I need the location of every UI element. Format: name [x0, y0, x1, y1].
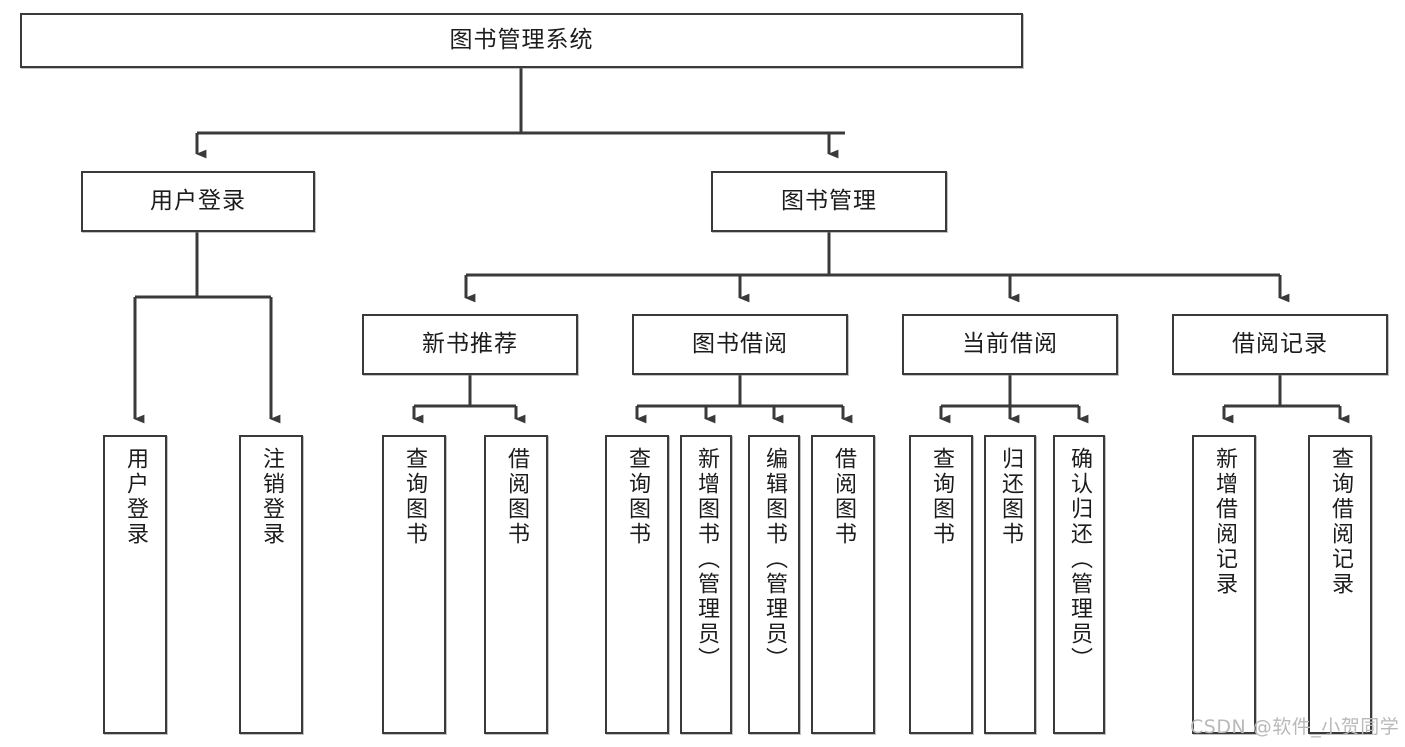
node-label: 新书推荐	[422, 330, 518, 357]
node-label: 查询借阅记录	[1328, 447, 1353, 597]
node-borrow-record[interactable]: 借阅记录	[1172, 314, 1388, 375]
leaf-logout[interactable]: 注销登录	[239, 435, 303, 734]
leaf-borrow-book-recommend[interactable]: 借阅图书	[484, 435, 548, 734]
node-label: 借阅记录	[1232, 330, 1328, 357]
node-current-borrow[interactable]: 当前借阅	[902, 314, 1118, 375]
leaf-edit-book[interactable]: 编辑图书（管理员）	[748, 435, 800, 734]
leaf-confirm-return[interactable]: 确认归还（管理员）	[1053, 435, 1105, 734]
leaf-query-borrow-record[interactable]: 查询借阅记录	[1308, 435, 1372, 734]
node-label: 借阅图书	[504, 447, 529, 547]
node-label: 新增图书（管理员）	[694, 447, 719, 672]
node-label: 确认归还（管理员）	[1067, 447, 1092, 672]
node-label: 借阅图书	[831, 447, 856, 547]
leaf-add-book[interactable]: 新增图书（管理员）	[680, 435, 732, 734]
node-label: 编辑图书（管理员）	[762, 447, 787, 672]
node-label: 当前借阅	[962, 330, 1058, 357]
leaf-borrow-book[interactable]: 借阅图书	[811, 435, 875, 734]
node-label: 查询图书	[625, 447, 650, 547]
leaf-add-borrow-record[interactable]: 新增借阅记录	[1192, 435, 1256, 734]
node-label: 图书管理	[781, 187, 877, 214]
leaf-user-login[interactable]: 用户登录	[103, 435, 167, 734]
leaf-query-book-borrow[interactable]: 查询图书	[605, 435, 669, 734]
node-label: 用户登录	[123, 447, 148, 547]
node-label: 用户登录	[150, 187, 246, 214]
csdn-watermark: CSDN @软件_小贺同学	[1190, 716, 1400, 738]
node-label: 新增借阅记录	[1212, 447, 1237, 597]
leaf-query-book-current[interactable]: 查询图书	[909, 435, 973, 734]
node-label: 注销登录	[259, 447, 284, 547]
node-book-borrow[interactable]: 图书借阅	[632, 314, 848, 375]
node-user-login[interactable]: 用户登录	[81, 171, 315, 232]
leaf-query-book-recommend[interactable]: 查询图书	[382, 435, 446, 734]
node-label: 图书借阅	[692, 330, 788, 357]
node-label: 查询图书	[929, 447, 954, 547]
node-label: 查询图书	[402, 447, 427, 547]
node-new-book-recommend[interactable]: 新书推荐	[362, 314, 578, 375]
node-book-manage[interactable]: 图书管理	[711, 171, 947, 232]
leaf-return-book[interactable]: 归还图书	[984, 435, 1036, 734]
node-label: 归还图书	[998, 447, 1023, 547]
node-label: 图书管理系统	[449, 26, 594, 53]
node-root-system[interactable]: 图书管理系统	[20, 13, 1023, 68]
